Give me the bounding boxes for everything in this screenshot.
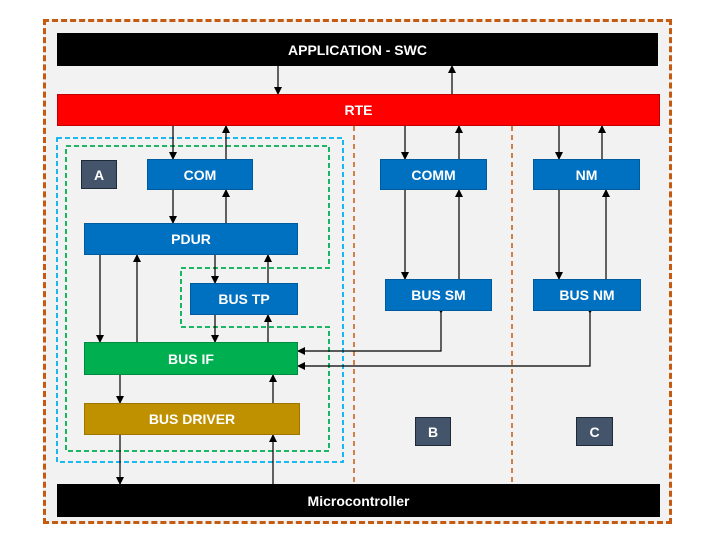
section-a-tag: A (81, 160, 117, 189)
application-swc-bar: APPLICATION - SWC (57, 33, 658, 66)
bus-if-module: BUS IF (84, 342, 298, 375)
microcontroller-bar: Microcontroller (57, 484, 660, 517)
pdur-module: PDUR (84, 223, 298, 255)
arrow-bussm-busif-link (297, 306, 445, 355)
bus-driver-module: BUS DRIVER (84, 403, 300, 435)
bus-nm-module: BUS NM (533, 279, 641, 311)
section-a-boundary (56, 137, 344, 463)
bus-sm-module: BUS SM (385, 279, 492, 311)
arrow-busnm-busif-link (297, 306, 594, 370)
rte-bar: RTE (57, 94, 660, 126)
section-c-tag: C (576, 417, 613, 446)
com-module: COM (147, 159, 253, 190)
nm-module: NM (533, 159, 640, 190)
comm-module: COMM (380, 159, 487, 190)
bus-tp-module: BUS TP (190, 283, 298, 315)
section-b-tag: B (415, 417, 451, 446)
section-a-inner-outline (65, 145, 330, 452)
